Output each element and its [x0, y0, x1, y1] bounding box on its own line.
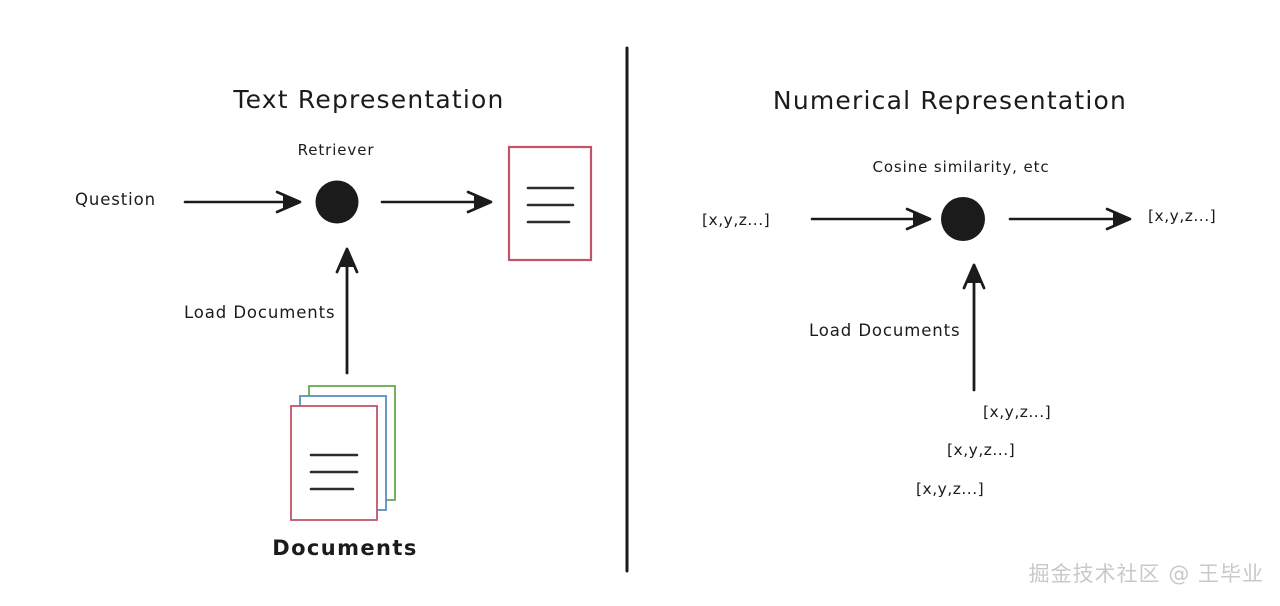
input-vector-label: [x,y,z...]: [702, 211, 770, 229]
similarity-node: [941, 197, 985, 241]
right-panel-title: Numerical Representation: [773, 86, 1127, 115]
document-front-red: [290, 405, 378, 521]
documents-stack-icon: [290, 385, 396, 521]
retriever-label: Retriever: [298, 141, 375, 159]
watermark: 掘金技术社区 @ 王毕业: [1029, 562, 1264, 586]
retriever-to-document-arrow: [380, 190, 493, 214]
output-vector-label: [x,y,z...]: [1148, 207, 1216, 225]
retrieved-document-icon: [507, 145, 593, 262]
left-load-documents-label: Load Documents: [184, 303, 336, 322]
question-label: Question: [75, 190, 156, 209]
retriever-node: [315, 180, 359, 224]
documents-to-retriever-arrow: [335, 247, 359, 375]
vector-to-node-arrow: [810, 207, 932, 231]
left-panel-title: Text Representation: [232, 85, 504, 114]
documents-caption: Documents: [272, 536, 417, 560]
node-to-output-vector-arrow: [1008, 207, 1132, 231]
source-vector-green: [x,y,z...]: [983, 403, 1051, 421]
source-vector-red: [x,y,z...]: [916, 480, 984, 498]
source-vector-blue: [x,y,z...]: [947, 441, 1015, 459]
right-load-documents-label: Load Documents: [809, 321, 961, 340]
vectors-to-node-arrow: [962, 263, 986, 392]
cosine-similarity-label: Cosine similarity, etc: [872, 158, 1049, 176]
question-to-retriever-arrow: [183, 190, 302, 214]
